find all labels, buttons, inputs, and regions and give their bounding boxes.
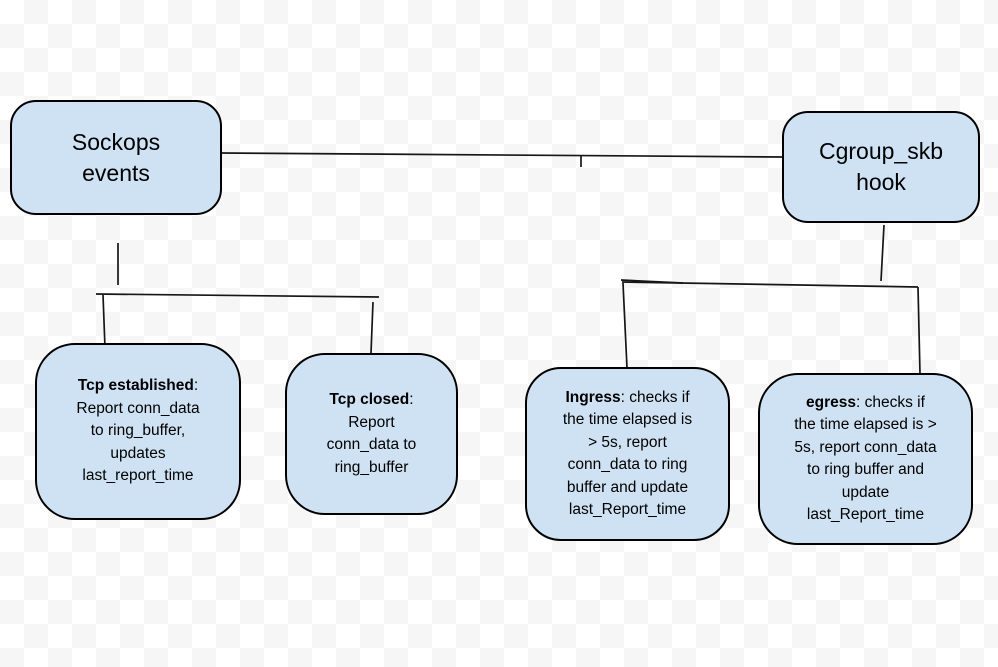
node-tcp-closed-label: Tcp closed: Report conn_data to ring_buf… (319, 385, 425, 483)
connector-drop-egress (917, 286, 921, 375)
node-sockops-events-label: Sockops events (71, 128, 161, 186)
node-egress: egress: checks if the time elapsed is > … (758, 373, 973, 545)
connector-drop-ingress (622, 282, 628, 369)
node-tcp-established-desc: : Report conn_data to ring_buffer, updat… (76, 377, 200, 485)
node-tcp-established: Tcp established: Report conn_data to rin… (35, 343, 241, 520)
connector-cgroup-stub (880, 224, 885, 282)
node-egress-term: egress (806, 393, 857, 411)
node-ingress-desc: : checks if the time elapsed is > 5s, re… (562, 388, 693, 519)
connector-right-bar (621, 281, 919, 288)
node-sockops-events: Sockops events (10, 100, 222, 215)
node-tcp-established-label: Tcp established: Report conn_data to rin… (68, 371, 207, 492)
node-cgroup-skb-hook: Cgroup_skb hook (782, 111, 980, 223)
node-tcp-established-term: Tcp established (77, 377, 194, 395)
node-cgroup-skb-hook-label: Cgroup_skb hook (818, 138, 944, 195)
connector-drop-tcp-established (102, 294, 106, 349)
node-tcp-closed-term: Tcp closed (329, 391, 410, 408)
node-tcp-closed-desc: : Report conn_data to ring_buffer (326, 391, 417, 476)
connector-right-bar-overlap (620, 279, 684, 284)
node-ingress-label: Ingress: checks if the time elapsed is >… (555, 383, 700, 526)
node-egress-label: egress: checks if the time elapsed is > … (786, 388, 945, 531)
node-tcp-closed: Tcp closed: Report conn_data to ring_buf… (285, 353, 458, 515)
node-egress-desc: : checks if the time elapsed is > 5s, re… (794, 393, 937, 524)
node-ingress: Ingress: checks if the time elapsed is >… (525, 367, 730, 541)
node-ingress-term: Ingress (565, 388, 621, 406)
connector-drop-tcp-closed (370, 301, 374, 354)
connector-left-bar (95, 293, 380, 298)
connector-sockops-to-cgroup (221, 152, 783, 158)
